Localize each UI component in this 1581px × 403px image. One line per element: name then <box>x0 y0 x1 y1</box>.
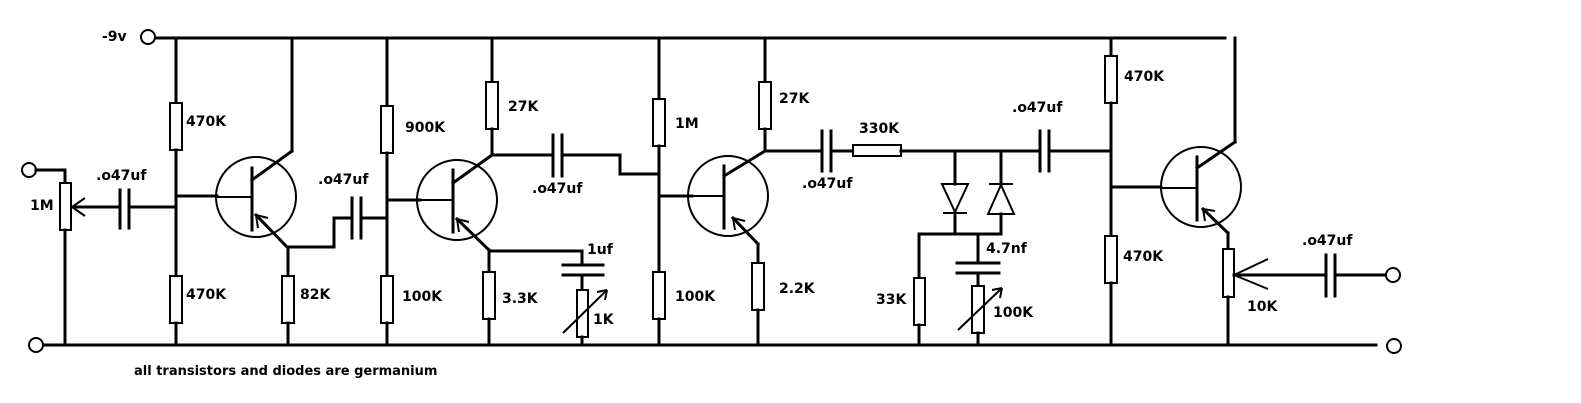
input-capacitor <box>118 188 178 230</box>
stage4-bias-top-label: 470K <box>1124 69 1165 85</box>
input-potentiometer <box>34 168 121 347</box>
input-ground-terminal[interactable] <box>28 337 44 353</box>
stage3-bias-top-label: 1M <box>675 116 699 132</box>
stage2-bias-divider <box>380 36 422 347</box>
clipper-output-cap-label: .o47uf <box>1012 100 1063 116</box>
stage2-collector-res-label: 27K <box>508 99 539 115</box>
stage3-emitter <box>751 242 765 347</box>
output-capacitor <box>1324 253 1388 298</box>
output-potentiometer <box>1222 231 1327 347</box>
stage1-bias-top-label: 470K <box>186 114 227 130</box>
stage2-bias-bottom-label: 100K <box>402 289 443 305</box>
filter-var-res-label: 100K <box>993 305 1034 321</box>
output-cap-label: .o47uf <box>1302 233 1353 249</box>
stage1-coupling-capacitor <box>350 196 389 240</box>
stage2-bypass-var-res-label: 1K <box>593 312 615 328</box>
stage2-bias-top-label: 900K <box>405 120 446 136</box>
transistor-q3 <box>687 148 769 247</box>
input-pot-label: 1M <box>30 198 54 214</box>
shunt-res-label: 33K <box>876 292 907 308</box>
output-ground-terminal[interactable] <box>1386 338 1402 354</box>
input-terminal[interactable] <box>21 162 37 178</box>
stage2-emitter <box>482 248 608 347</box>
stage3-coupling-capacitor <box>820 129 855 173</box>
transistor-q4 <box>1160 36 1242 236</box>
stage1-emitter-res-label: 82K <box>300 287 331 303</box>
tone-filter <box>955 232 1003 347</box>
transistor-q2 <box>416 152 498 253</box>
stage4-bias-divider <box>1104 36 1163 347</box>
clipping-diode-1 <box>940 149 970 236</box>
series-resistor <box>852 144 1041 157</box>
stage4-bias-bottom-label: 470K <box>1123 249 1164 265</box>
clipper-shunt <box>913 232 1003 347</box>
clipping-diode-2 <box>986 149 1016 236</box>
stage3-coupling-cap-label: .o47uf <box>802 176 853 192</box>
germanium-note: all transistors and diodes are germanium <box>134 364 437 379</box>
transistor-q1 <box>215 36 297 250</box>
stage3-bias-bottom-label: 100K <box>675 289 716 305</box>
stage2-coupling-cap-label: .o47uf <box>532 181 583 197</box>
supply-voltage-label: -9v <box>102 29 127 45</box>
stage2-collector <box>485 36 554 157</box>
series-res-label: 330K <box>859 121 900 137</box>
stage3-collector <box>758 36 823 153</box>
stage3-bias-divider <box>652 36 694 347</box>
output-pot-label: 10K <box>1247 299 1278 315</box>
clipper-output-capacitor <box>1038 129 1113 173</box>
stage2-coupling-capacitor <box>551 133 661 178</box>
stage1-emitter <box>281 216 353 347</box>
stage3-collector-res-label: 27K <box>779 91 810 107</box>
supply-terminal[interactable] <box>140 29 156 45</box>
stage3-emitter-res-label: 2.2K <box>779 281 816 297</box>
filter-cap-label: 4.7nf <box>986 241 1028 257</box>
stage1-coupling-cap-label: .o47uf <box>318 172 369 188</box>
stage2-emitter-res-label: 3.3K <box>502 291 539 307</box>
input-cap-label: .o47uf <box>96 168 147 184</box>
output-terminal[interactable] <box>1385 267 1401 283</box>
stage1-bias-bottom-label: 470K <box>186 287 227 303</box>
stage2-bypass-cap-label: 1uf <box>587 242 614 258</box>
stage1-bias-divider <box>169 36 219 347</box>
